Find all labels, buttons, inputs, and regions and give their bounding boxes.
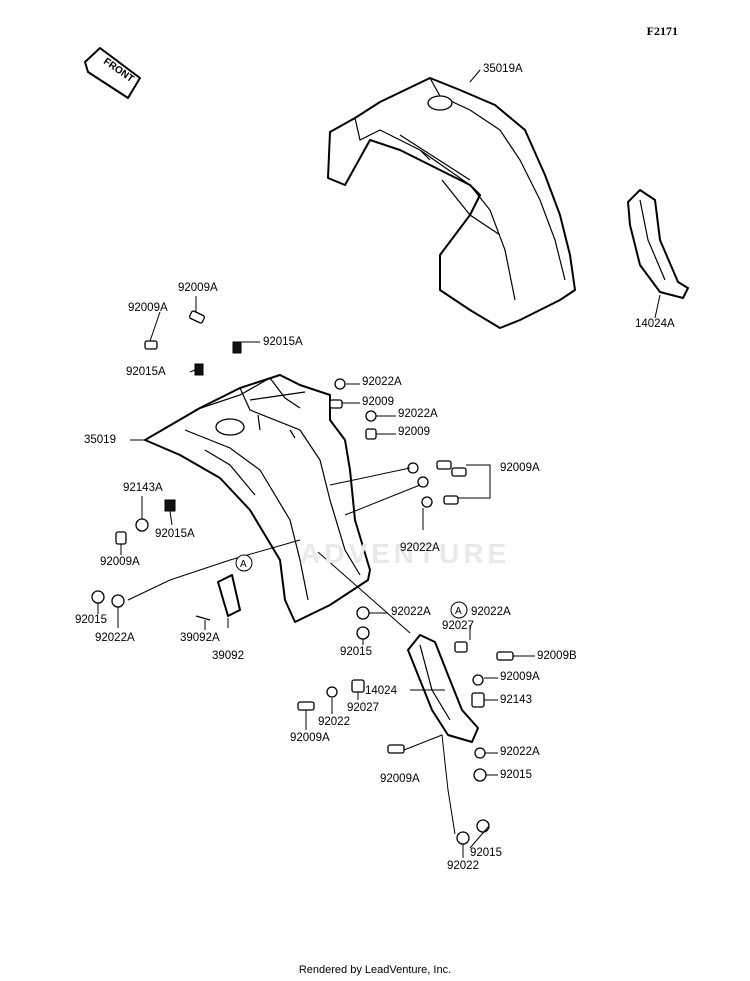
label-35019[interactable]: 35019	[84, 434, 116, 446]
label-92143[interactable]: 92143	[500, 694, 532, 706]
label-92022[interactable]: 92022	[447, 860, 479, 872]
label-92009a[interactable]: 92009A	[178, 282, 218, 294]
guard-14024a	[627, 189, 689, 299]
label-92022[interactable]: 92022	[318, 716, 350, 728]
label-39092[interactable]: 39092	[212, 650, 244, 662]
label-92009a[interactable]: 92009A	[128, 302, 168, 314]
label-92022a[interactable]: 92022A	[500, 746, 540, 758]
label-35019a[interactable]: 35019A	[483, 63, 523, 75]
label-92022a[interactable]: 92022A	[362, 376, 402, 388]
label-92022a[interactable]: 92022A	[400, 542, 440, 554]
hardware	[91, 310, 514, 845]
label-92022a[interactable]: 92022A	[391, 606, 431, 618]
label-92015a[interactable]: 92015A	[155, 528, 195, 540]
label-92009a[interactable]: 92009A	[380, 773, 420, 785]
label-14024[interactable]: 14024	[365, 685, 397, 697]
diagram-code: F2171	[646, 24, 678, 38]
label-92015[interactable]: 92015	[340, 646, 372, 658]
label-92009a[interactable]: 92009A	[290, 732, 330, 744]
label-92009b[interactable]: 92009B	[537, 650, 577, 662]
bracket-39092	[195, 574, 241, 621]
watermark: ADVENTURE	[300, 538, 511, 569]
label-92015[interactable]: 92015	[470, 847, 502, 859]
label-92015a[interactable]: 92015A	[126, 366, 166, 378]
label-92009a[interactable]: 92009A	[500, 462, 540, 474]
front-arrow: FRONT	[84, 47, 141, 99]
label-92027[interactable]: 92027	[442, 620, 474, 632]
label-92022a[interactable]: 92022A	[95, 632, 135, 644]
label-92143a[interactable]: 92143A	[123, 482, 163, 494]
label-92009[interactable]: 92009	[362, 396, 394, 408]
label-92009[interactable]: 92009	[398, 426, 430, 438]
label-39092a[interactable]: 39092A	[180, 632, 220, 644]
label-92022a[interactable]: 92022A	[471, 606, 511, 618]
callout-a-right: A	[450, 601, 468, 619]
fender-35019a	[327, 77, 576, 329]
fender-35019	[144, 374, 371, 623]
leader-lines	[97, 69, 661, 858]
label-92015a[interactable]: 92015A	[263, 336, 303, 348]
label-92022a[interactable]: 92022A	[398, 408, 438, 420]
callout-a-left: A	[235, 554, 253, 572]
footer-credit: Rendered by LeadVenture, Inc.	[298, 964, 452, 976]
label-92009a[interactable]: 92009A	[500, 671, 540, 683]
label-92009a[interactable]: 92009A	[100, 556, 140, 568]
callout-a-left-letter: A	[240, 559, 247, 570]
callout-a-right-letter: A	[455, 606, 462, 617]
label-14024a[interactable]: 14024A	[635, 318, 675, 330]
label-92027[interactable]: 92027	[347, 702, 379, 714]
label-92015[interactable]: 92015	[500, 769, 532, 781]
label-92015[interactable]: 92015	[75, 614, 107, 626]
